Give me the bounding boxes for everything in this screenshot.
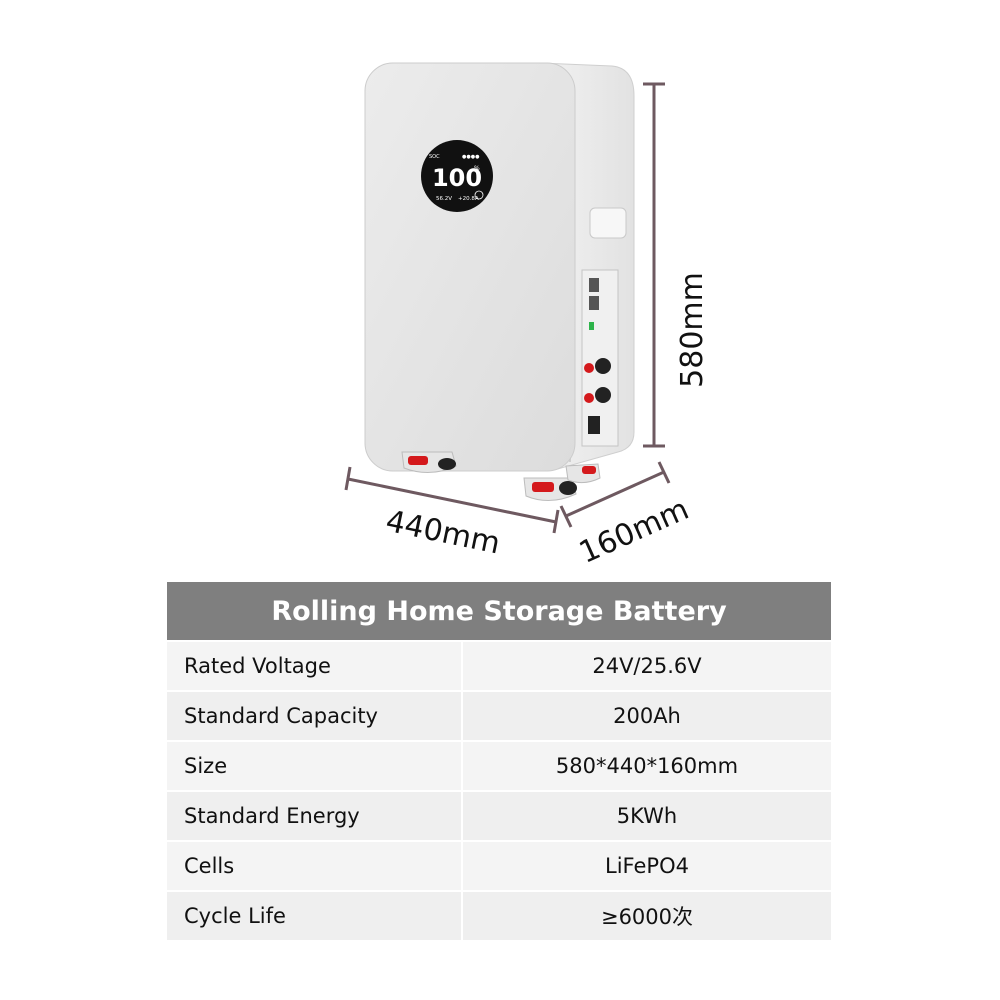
spec-value: ≥6000次 — [600, 905, 694, 929]
spec-row-standard-energy: Standard Energy 5KWh — [167, 792, 831, 840]
display-power-icon — [474, 190, 484, 200]
spec-value: LiFePO4 — [605, 854, 689, 878]
display-voltage: 56.2V — [436, 196, 452, 202]
spec-label: Standard Capacity — [167, 692, 463, 740]
spec-label: Rated Voltage — [167, 642, 463, 690]
terminal-connector — [595, 387, 611, 403]
spec-row-cycle-life: Cycle Life ≥6000次 — [167, 892, 831, 940]
power-switch — [588, 416, 600, 434]
spec-label: Cycle Life — [167, 892, 463, 940]
caster-wheel — [565, 463, 601, 484]
width-label: 440mm — [383, 504, 503, 562]
spec-row-cells: Cells LiFePO4 — [167, 842, 831, 890]
spec-row-size: Size 580*440*160mm — [167, 742, 831, 790]
svg-text:SOC: SOC — [429, 154, 440, 160]
display-current: +20.8A — [458, 196, 479, 202]
handle-slot — [589, 207, 627, 239]
spec-rows: Rated Voltage 24V/25.6V Standard Capacit… — [167, 642, 831, 940]
caster-wheel — [523, 477, 577, 501]
product-figure: SOC ●●●● 100 % 56.2V +20.8A 580mm 440mm … — [344, 62, 710, 571]
status-led — [589, 322, 594, 330]
terminal-positive — [584, 393, 594, 403]
terminal-positive — [584, 363, 594, 373]
spec-label: Cells — [167, 842, 463, 890]
display-percentage: 100 — [432, 164, 482, 192]
spec-value: 580*440*160mm — [555, 754, 739, 778]
ethernet-port — [589, 296, 599, 310]
height-label: 580mm — [675, 272, 710, 388]
spec-label: Size — [167, 742, 463, 790]
svg-text:●●●●: ●●●● — [462, 154, 480, 160]
port-panel — [581, 269, 619, 447]
spec-label: Standard Energy — [167, 792, 463, 840]
svg-text:%: % — [474, 165, 480, 172]
spec-value: 24V/25.6V — [592, 654, 702, 678]
spec-row-rated-voltage: Rated Voltage 24V/25.6V — [167, 642, 831, 690]
spec-table-title: Rolling Home Storage Battery — [167, 582, 831, 640]
terminal-connector — [595, 358, 611, 374]
ethernet-port — [589, 278, 599, 292]
lcd-display: SOC ●●●● 100 % 56.2V +20.8A — [421, 140, 493, 212]
caster-wheel — [401, 451, 457, 473]
height-dimension: 580mm — [643, 82, 710, 448]
spec-value: 200Ah — [613, 704, 681, 728]
spec-value: 5KWh — [616, 804, 678, 828]
spec-table: Rolling Home Storage Battery Rated Volta… — [167, 582, 831, 940]
spec-row-standard-capacity: Standard Capacity 200Ah — [167, 692, 831, 740]
battery-cabinet: SOC ●●●● 100 % 56.2V +20.8A — [364, 62, 635, 501]
